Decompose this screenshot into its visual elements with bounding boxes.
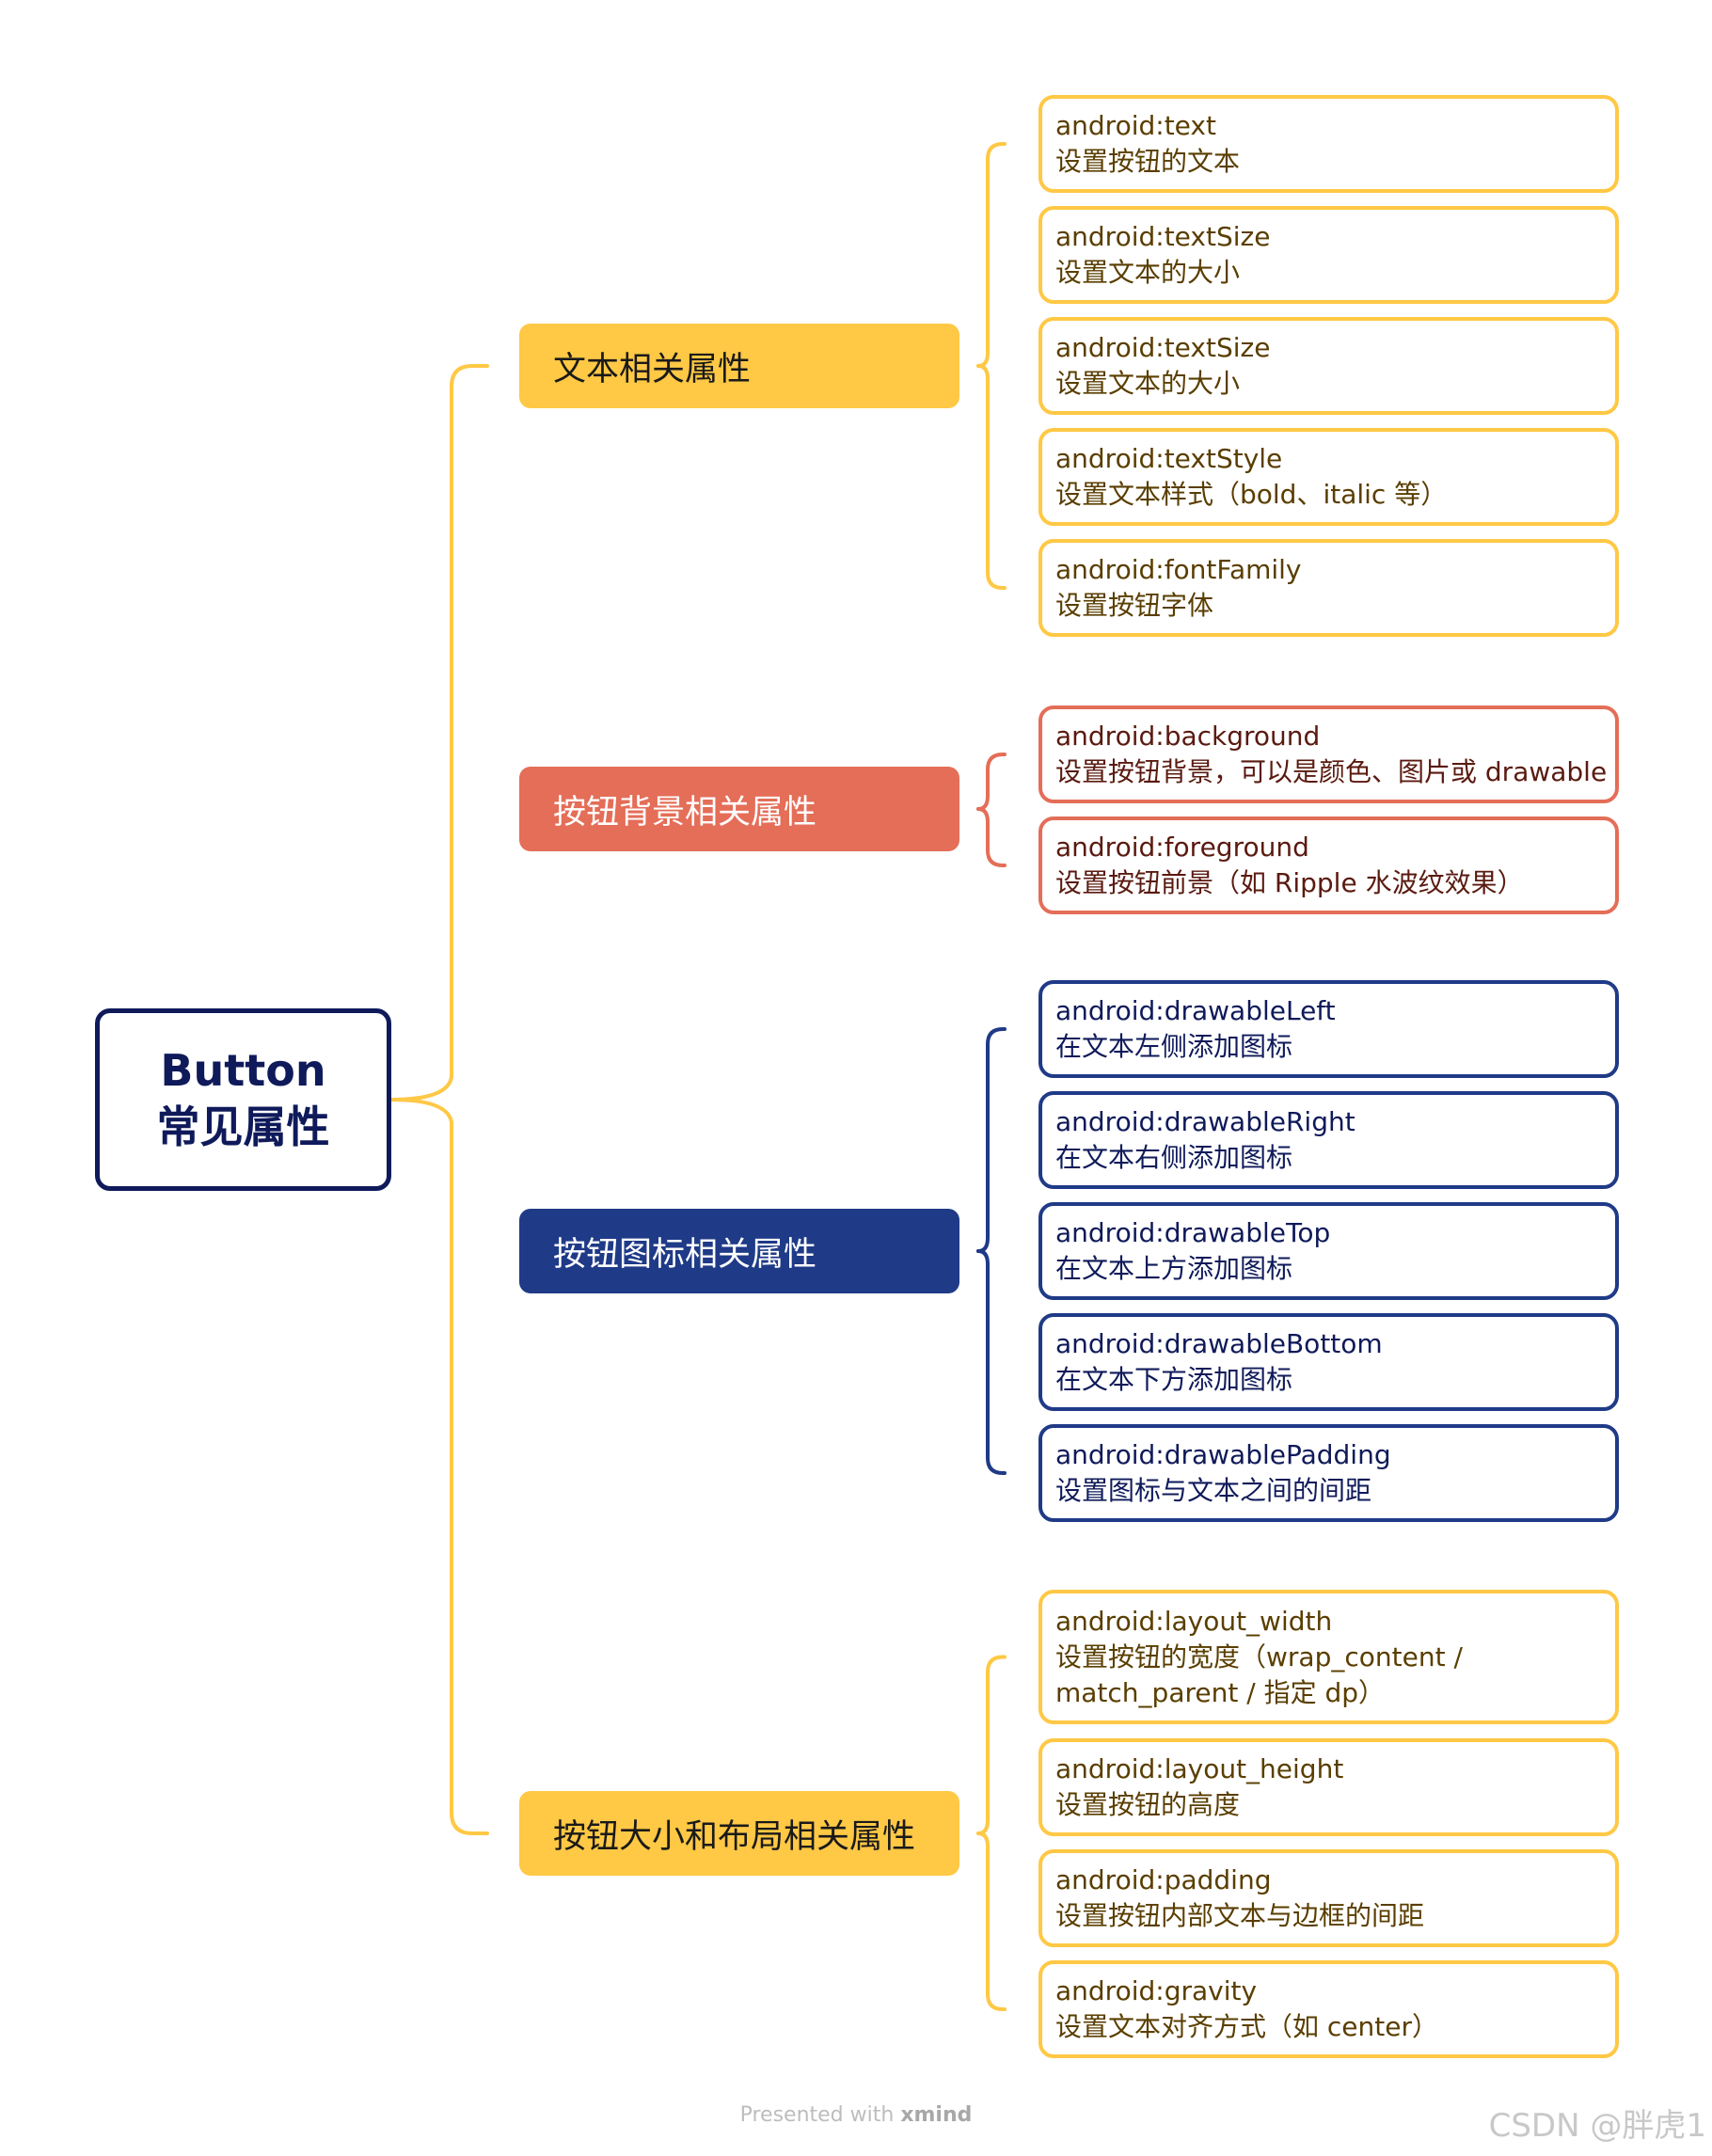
sub-bracket-top-1: [976, 142, 1007, 368]
leaf-attribute: android:foreground: [1055, 832, 1309, 863]
leaf-attribute: android:textSize: [1055, 221, 1271, 252]
leaf-description: 设置文本样式（bold、italic 等）: [1055, 479, 1448, 510]
branch-node-3[interactable]: 按钮图标相关属性: [519, 1209, 959, 1293]
footer-brand: xmind: [900, 2103, 973, 2127]
leaf-attribute: android:layout_width: [1055, 1605, 1333, 1637]
leaf-attribute: android:gravity: [1055, 1975, 1258, 2006]
leaf-node[interactable]: android:fontFamily 设置按钮字体: [1038, 539, 1619, 637]
leaf-attribute: android:drawableTop: [1055, 1217, 1331, 1248]
sub-bracket-bottom-4: [976, 1831, 1007, 2011]
leaf-node[interactable]: android:foreground 设置按钮前景（如 Ripple 水波纹效果）: [1038, 816, 1619, 914]
leaf-description: 设置按钮内部文本与边框的间距: [1055, 1900, 1425, 1931]
leaf-attribute: android:text: [1055, 110, 1216, 141]
footer: Presented with xmind: [0, 2103, 1712, 2127]
leaf-attribute: android:padding: [1055, 1864, 1272, 1895]
leaf-description-cont: match_parent / 指定 dp）: [1055, 1676, 1386, 1708]
leaf-description: 设置按钮前景（如 Ripple 水波纹效果）: [1055, 867, 1524, 898]
main-bracket-bottom: [389, 1098, 489, 1835]
sub-bracket-top-3: [976, 1027, 1007, 1253]
sub-bracket-top-4: [976, 1655, 1007, 1835]
leaf-node[interactable]: android:textStyle 设置文本样式（bold、italic 等）: [1038, 428, 1619, 526]
leaf-node[interactable]: android:padding 设置按钮内部文本与边框的间距: [1038, 1849, 1619, 1947]
leaf-node[interactable]: android:drawableLeft 在文本左侧添加图标: [1038, 980, 1619, 1078]
watermark: CSDN @胖虎1: [1488, 2107, 1706, 2145]
leaf-description: 设置文本的大小: [1055, 368, 1241, 399]
leaf-node[interactable]: android:gravity 设置文本对齐方式（如 center）: [1038, 1960, 1619, 2058]
sub-bracket-bottom-1: [976, 364, 1007, 590]
leaf-node[interactable]: android:drawablePadding 设置图标与文本之间的间距: [1038, 1424, 1619, 1522]
leaf-node[interactable]: android:drawableRight 在文本右侧添加图标: [1038, 1091, 1619, 1189]
root-node[interactable]: Button 常见属性: [95, 1008, 391, 1191]
sub-bracket-bottom-2: [976, 807, 1007, 867]
root-title: Button: [160, 1045, 326, 1097]
leaf-attribute: android:drawableBottom: [1055, 1328, 1383, 1359]
leaf-node[interactable]: android:background 设置按钮背景，可以是颜色、图片或 drawa…: [1038, 705, 1619, 803]
main-bracket-top: [389, 364, 489, 1102]
branch-node-1[interactable]: 文本相关属性: [519, 324, 959, 408]
leaf-description: 设置按钮的宽度（wrap_content /: [1055, 1641, 1463, 1672]
branch-label: 按钮背景相关属性: [553, 793, 817, 832]
leaf-attribute: android:fontFamily: [1055, 554, 1302, 585]
leaf-attribute: android:drawableLeft: [1055, 995, 1336, 1026]
leaf-description: 设置按钮的高度: [1055, 1789, 1241, 1820]
leaf-node[interactable]: android:drawableBottom 在文本下方添加图标: [1038, 1313, 1619, 1411]
sub-bracket-bottom-3: [976, 1249, 1007, 1475]
leaf-node[interactable]: android:drawableTop 在文本上方添加图标: [1038, 1202, 1619, 1300]
leaf-attribute: android:textStyle: [1055, 443, 1283, 474]
leaf-attribute: android:textSize: [1055, 332, 1271, 363]
leaf-node[interactable]: android:layout_height 设置按钮的高度: [1038, 1738, 1619, 1836]
leaf-description: 设置图标与文本之间的间距: [1055, 1475, 1372, 1506]
leaf-description: 设置按钮背景，可以是颜色、图片或 drawable: [1055, 756, 1608, 787]
footer-prefix: Presented with: [739, 2103, 901, 2127]
branch-node-2[interactable]: 按钮背景相关属性: [519, 767, 959, 851]
leaf-description: 设置文本的大小: [1055, 257, 1241, 288]
leaf-description: 设置按钮的文本: [1055, 146, 1241, 177]
root-subtitle: 常见属性: [156, 1102, 330, 1152]
leaf-description: 在文本上方添加图标: [1055, 1253, 1293, 1284]
leaf-attribute: android:background: [1055, 721, 1321, 752]
leaf-node[interactable]: android:textSize 设置文本的大小: [1038, 206, 1619, 304]
branch-label: 文本相关属性: [553, 350, 752, 388]
leaf-node[interactable]: android:textSize 设置文本的大小: [1038, 317, 1619, 415]
leaf-description: 在文本右侧添加图标: [1055, 1142, 1293, 1173]
leaf-attribute: android:drawableRight: [1055, 1106, 1355, 1137]
sub-bracket-top-2: [976, 753, 1007, 811]
leaf-description: 在文本下方添加图标: [1055, 1364, 1293, 1395]
leaf-node[interactable]: android:text 设置按钮的文本: [1038, 95, 1619, 193]
leaf-description: 设置文本对齐方式（如 center）: [1055, 2011, 1438, 2042]
branch-node-4[interactable]: 按钮大小和布局相关属性: [519, 1791, 959, 1876]
leaf-attribute: android:drawablePadding: [1055, 1439, 1391, 1470]
leaf-node[interactable]: android:layout_width 设置按钮的宽度（wrap_content…: [1038, 1590, 1619, 1724]
leaf-attribute: android:layout_height: [1055, 1753, 1344, 1784]
leaf-description: 设置按钮字体: [1055, 590, 1214, 621]
branch-label: 按钮图标相关属性: [553, 1235, 817, 1274]
leaf-description: 在文本左侧添加图标: [1055, 1031, 1293, 1062]
branch-label: 按钮大小和布局相关属性: [553, 1817, 916, 1856]
